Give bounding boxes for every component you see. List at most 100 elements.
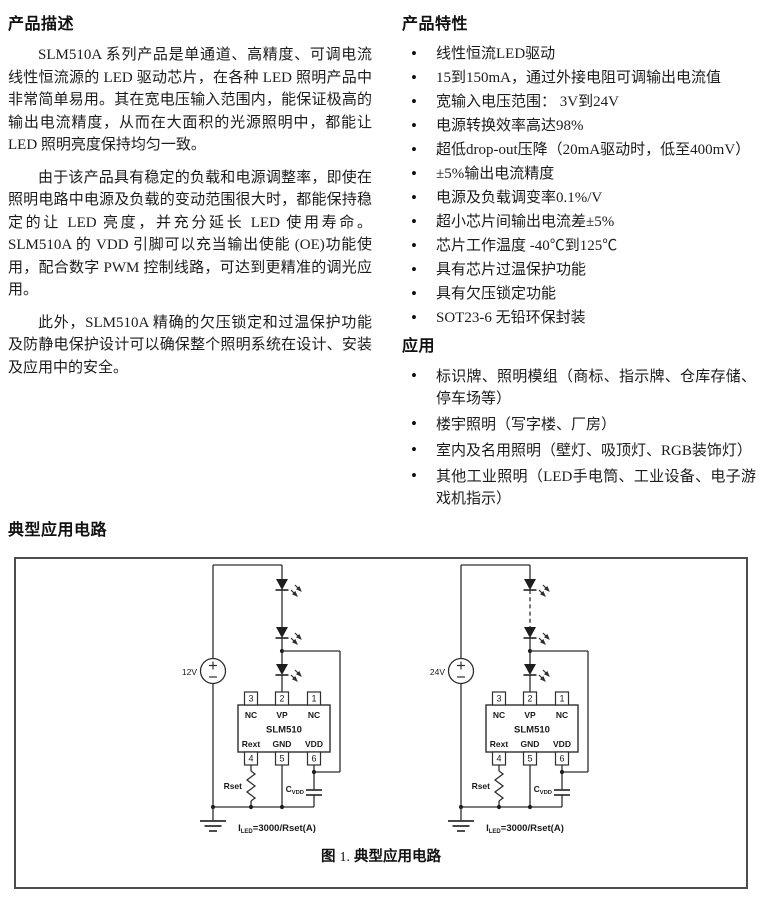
led-icon xyxy=(523,579,550,597)
resistor: Rset xyxy=(472,765,505,807)
pin-number: 4 xyxy=(496,754,501,764)
junction-dot xyxy=(496,804,502,810)
led-icon xyxy=(275,664,302,682)
led-current-formula: ILED=3000/Rset(A) xyxy=(238,823,316,835)
pin-label: Rext xyxy=(490,739,509,749)
junction-dot xyxy=(527,804,533,810)
application-item: 室内及名用照明（壁灯、吸顶灯、RGB装饰灯） xyxy=(402,439,756,462)
voltage-source: 24V xyxy=(430,565,475,807)
feature-item: 超低drop-out压降（20mA驱动时，低至400mV） xyxy=(402,139,756,161)
capacitor-label: CVDD xyxy=(534,784,552,796)
pin-label: Rext xyxy=(242,739,261,749)
product-description-section: 产品描述 SLM510A 系列产品是单通道、高精度、可调电流线性恒流源的 LED… xyxy=(8,8,372,514)
features-list: 线性恒流LED驱动15到150mA，通过外接电阻可调输出电流值宽输入电压范围： … xyxy=(402,43,756,329)
pin-number: 6 xyxy=(311,754,316,764)
pin-label: GND xyxy=(273,739,292,749)
pin-number: 1 xyxy=(311,694,316,704)
capacitor: CVDD xyxy=(534,765,570,807)
resistor-label: Rset xyxy=(472,781,491,791)
pin-number: 2 xyxy=(527,694,532,704)
feature-item: 宽输入电压范围： 3V到24V xyxy=(402,91,756,113)
capacitor-label: CVDD xyxy=(286,784,304,796)
description-paragraph: 此外，SLM510A 精确的欠压锁定和过温保护功能及防静电保护设计可以确保整个照… xyxy=(8,314,372,376)
ground-icon xyxy=(200,807,226,832)
pin-label: VDD xyxy=(305,739,323,749)
figure-caption-number: 1. xyxy=(339,850,351,865)
applications-title: 应用 xyxy=(402,338,436,355)
pin-label: VP xyxy=(524,710,536,720)
pin-box xyxy=(306,691,322,706)
figure-caption-text: 典型应用电路 xyxy=(354,849,442,865)
pin-number: 1 xyxy=(559,694,564,704)
feature-item: 具有芯片过温保护功能 xyxy=(402,259,756,281)
voltage-source-label: 24V xyxy=(430,667,445,677)
chip-name: SLM510 xyxy=(266,725,302,736)
led-icon xyxy=(523,664,550,682)
pin-number: 5 xyxy=(279,754,284,764)
application-item: 标识牌、照明模组（商标、指示牌、仓库存储、停车场等） xyxy=(402,365,756,410)
pin-number: 6 xyxy=(559,754,564,764)
junction-dot xyxy=(559,769,565,775)
junction-dot xyxy=(248,804,254,810)
feature-item: 电源转换效率高达98% xyxy=(402,115,756,137)
pin-number: 3 xyxy=(248,694,253,704)
applications-list: 标识牌、照明模组（商标、指示牌、仓库存储、停车场等） 楼宇照明（写字楼、厂房） 室内… xyxy=(402,365,756,510)
figure-caption-fig: 图 xyxy=(320,849,336,865)
two-column-area: 产品描述 SLM510A 系列产品是单通道、高精度、可调电流线性恒流源的 LED… xyxy=(0,0,762,514)
description-paragraph: 由于该产品具有稳定的负载和电源调整率，即使在照明电路中电源及负载的变动范围很大时… xyxy=(8,169,372,299)
feature-item: ±5%输出电流精度 xyxy=(402,163,756,185)
pin-label: NC xyxy=(245,710,257,720)
led-icon xyxy=(523,627,550,645)
led-icon xyxy=(275,579,302,597)
pin-number: 5 xyxy=(527,754,532,764)
pin-number: 2 xyxy=(279,694,284,704)
features-applications-section: 产品特性 线性恒流LED驱动15到150mA，通过外接电阻可调输出电流值宽输入电… xyxy=(402,8,756,514)
pin-label: NC xyxy=(308,710,320,720)
chip-name: SLM510 xyxy=(514,725,550,736)
figure-caption: 图 1. 典型应用电路 xyxy=(16,845,746,866)
capacitor: CVDD xyxy=(286,765,322,807)
led-current-formula: ILED=3000/Rset(A) xyxy=(486,823,564,835)
voltage-source: 12V xyxy=(182,565,227,807)
pin-label: NC xyxy=(556,710,568,720)
resistor-zigzag xyxy=(245,770,257,802)
feature-item: 15到150mA，通过外接电阻可调输出电流值 xyxy=(402,67,756,89)
features-title: 产品特性 xyxy=(402,16,469,33)
chip-body xyxy=(485,704,579,753)
pin-number: 4 xyxy=(248,754,253,764)
junction-dot xyxy=(279,804,285,810)
product-description-title: 产品描述 xyxy=(8,16,75,33)
voltage-source-label: 12V xyxy=(182,667,197,677)
pin-label: NC xyxy=(493,710,505,720)
resistor-zigzag xyxy=(493,770,505,802)
feature-item: 电源及负载调变率0.1%/V xyxy=(402,187,756,209)
pin-number: 3 xyxy=(496,694,501,704)
led-icon xyxy=(275,627,302,645)
resistor: Rset xyxy=(224,765,257,807)
pin-label: VDD xyxy=(553,739,571,749)
pin-box xyxy=(491,691,507,706)
junction-dot xyxy=(311,769,317,775)
feature-item: 线性恒流LED驱动 xyxy=(402,43,756,65)
feature-item: 超小芯片间输出电流差±5% xyxy=(402,211,756,233)
typical-application-circuit-title: 典型应用电路 xyxy=(8,522,108,539)
feature-item: SOT23-6 无铅环保封装 xyxy=(402,307,756,329)
product-description-paragraphs: SLM510A 系列产品是单通道、高精度、可调电流线性恒流源的 LED 驱动芯片… xyxy=(8,44,372,379)
resistor-label: Rset xyxy=(224,781,243,791)
application-item: 其他工业照明（LED手电筒、工业设备、电子游戏机指示） xyxy=(402,465,756,510)
pin-box xyxy=(243,691,259,706)
pin-label: VP xyxy=(276,710,288,720)
ground-icon xyxy=(448,807,474,832)
feature-item: 芯片工作温度 -40℃到125℃ xyxy=(402,235,756,257)
application-item: 楼宇照明（写字楼、厂房） xyxy=(402,413,756,436)
description-paragraph: SLM510A 系列产品是单通道、高精度、可调电流线性恒流源的 LED 驱动芯片… xyxy=(8,47,372,153)
feature-item: 具有欠压锁定功能 xyxy=(402,283,756,305)
pin-box xyxy=(554,691,570,706)
